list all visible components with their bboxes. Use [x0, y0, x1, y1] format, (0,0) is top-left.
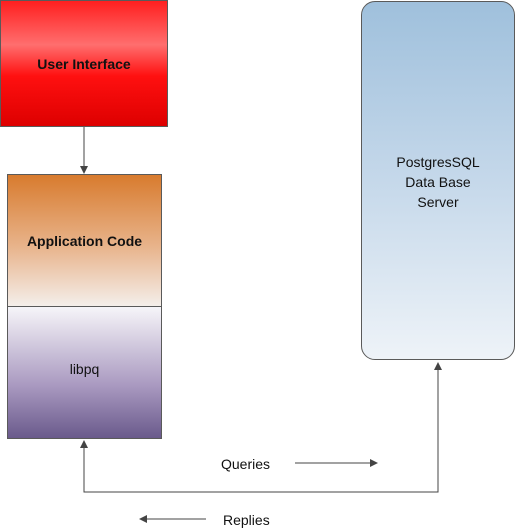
server-label-line1: PostgresSQL — [396, 154, 480, 170]
libpq-label: libpq — [69, 360, 100, 377]
server-label-line3: Server — [417, 194, 459, 210]
libpq-server-connector — [83, 370, 439, 493]
application-code-box: Application Code — [7, 174, 162, 306]
postgresql-server-box: PostgresSQL Data Base Server — [361, 1, 515, 360]
replies-label: Replies — [223, 512, 270, 528]
queries-label: Queries — [221, 456, 271, 472]
libpq-box: libpq — [7, 306, 162, 439]
user-interface-label: User Interface — [37, 55, 131, 72]
server-label-line2: Data Base — [405, 174, 471, 190]
user-interface-box: User Interface — [0, 0, 168, 127]
application-code-label: Application Code — [26, 232, 143, 249]
connector-arrowhead-up-server — [434, 362, 442, 370]
connector-arrowhead-up-libpq — [80, 440, 88, 448]
